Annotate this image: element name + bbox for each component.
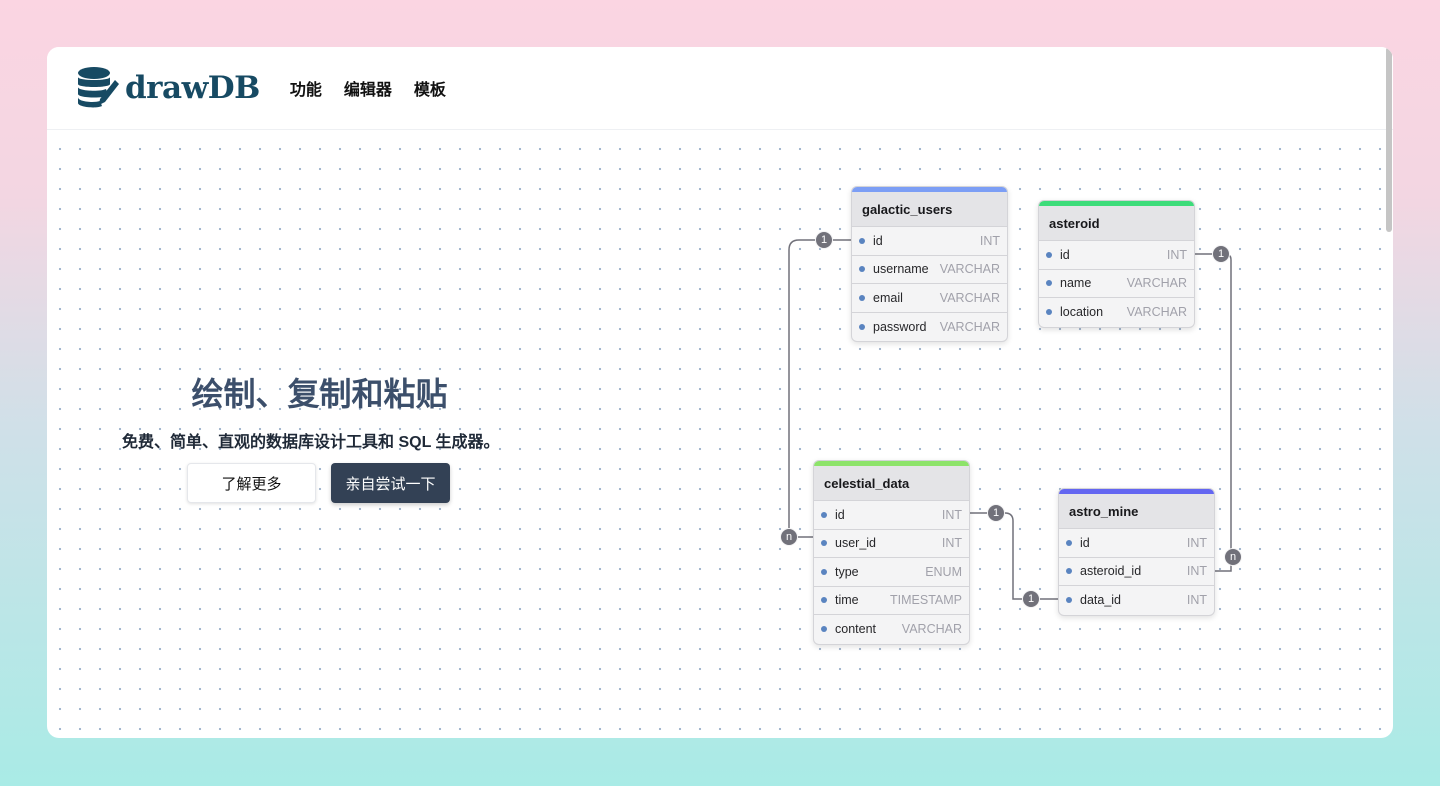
field-dot-icon <box>1066 568 1072 575</box>
table-field-row[interactable]: type ENUM <box>814 558 969 587</box>
table-astro-mine[interactable]: astro_mine id INT asteroid_id INT data_i… <box>1058 488 1215 616</box>
table-field-row[interactable]: user_id INT <box>814 530 969 558</box>
table-field-row[interactable]: id INT <box>1059 529 1214 558</box>
table-name: celestial_data <box>814 466 969 501</box>
field-dot-icon <box>1046 251 1052 258</box>
table-field-row[interactable]: email VARCHAR <box>852 284 1007 313</box>
field-name: id <box>835 507 845 522</box>
try-it-button[interactable]: 亲自尝试一下 <box>331 463 450 503</box>
hero-title: 绘制、复制和粘贴 <box>191 376 448 412</box>
field-name: data_id <box>1080 593 1122 608</box>
field-type: VARCHAR <box>1126 305 1187 320</box>
table-asteroid[interactable]: asteroid id INT name VARCHAR location VA… <box>1038 200 1195 328</box>
field-type: INT <box>1186 593 1207 608</box>
table-celestial-data[interactable]: celestial_data id INT user_id INT type E… <box>813 460 970 645</box>
field-dot-icon <box>859 294 865 301</box>
table-color-bar <box>852 187 1007 192</box>
field-type: VARCHAR <box>939 290 1000 305</box>
field-type: INT <box>941 507 962 522</box>
table-field-row[interactable]: id INT <box>814 501 969 530</box>
table-field-row[interactable]: password VARCHAR <box>852 313 1007 342</box>
field-dot-icon <box>1046 309 1052 316</box>
field-type: INT <box>1186 564 1207 579</box>
field-dot-icon <box>821 568 827 575</box>
table-name: astro_mine <box>1059 494 1214 529</box>
nav-features[interactable]: 功能 <box>289 82 322 99</box>
header: drawDB 功能 编辑器 模板 <box>47 47 1393 130</box>
field-name: location <box>1060 305 1104 320</box>
cardinality-badge: 1 <box>1212 245 1230 263</box>
field-dot-icon <box>1066 539 1072 546</box>
field-type: TIMESTAMP <box>890 593 962 608</box>
main-nav: 功能 编辑器 模板 <box>290 76 446 100</box>
table-color-bar <box>814 461 969 466</box>
table-field-row[interactable]: username VARCHAR <box>852 256 1007 284</box>
field-name: asteroid_id <box>1080 564 1142 579</box>
logo[interactable]: drawDB <box>77 66 260 110</box>
learn-more-button[interactable]: 了解更多 <box>187 463 316 503</box>
field-dot-icon <box>821 511 827 518</box>
field-type: VARCHAR <box>939 319 1000 334</box>
table-name: asteroid <box>1039 206 1194 241</box>
cardinality-badge: 1 <box>1022 590 1040 608</box>
table-field-row[interactable]: location VARCHAR <box>1039 298 1194 327</box>
field-name: id <box>1080 535 1090 550</box>
field-name: name <box>1060 276 1092 291</box>
cardinality-badge: n <box>780 528 798 546</box>
field-type: INT <box>979 233 1000 248</box>
field-type: VARCHAR <box>1126 276 1187 291</box>
field-name: password <box>873 319 927 334</box>
table-field-row[interactable]: data_id INT <box>1059 586 1214 615</box>
field-name: content <box>835 622 877 637</box>
field-dot-icon <box>821 597 827 604</box>
field-name: username <box>873 262 929 277</box>
table-field-row[interactable]: time TIMESTAMP <box>814 587 969 615</box>
table-galactic-users[interactable]: galactic_users id INT username VARCHAR e… <box>851 186 1008 342</box>
scrollbar[interactable] <box>1386 47 1392 232</box>
field-dot-icon <box>859 237 865 244</box>
table-name: galactic_users <box>852 192 1007 227</box>
field-dot-icon <box>859 323 865 330</box>
table-color-bar <box>1059 489 1214 494</box>
field-dot-icon <box>1066 597 1072 604</box>
field-type: INT <box>941 536 962 551</box>
brand-name: drawDB <box>125 70 260 106</box>
table-field-row[interactable]: content VARCHAR <box>814 615 969 644</box>
field-name: user_id <box>835 536 876 551</box>
cardinality-badge: 1 <box>815 231 833 249</box>
field-type: INT <box>1166 247 1187 262</box>
field-dot-icon <box>821 540 827 547</box>
cardinality-badge: 1 <box>987 504 1005 522</box>
field-name: time <box>835 593 859 608</box>
database-logo-icon <box>78 67 119 108</box>
field-dot-icon <box>821 626 827 633</box>
table-field-row[interactable]: asteroid_id INT <box>1059 558 1214 586</box>
hero-subtitle: 免费、简单、直观的数据库设计工具和 SQL 生成器。 <box>122 434 500 451</box>
field-name: email <box>873 290 903 305</box>
field-type: ENUM <box>925 564 962 579</box>
landing-card: drawDB 功能 编辑器 模板 绘制、复制和粘贴 免费、简单、直观的数据库设计… <box>47 47 1393 738</box>
field-name: type <box>835 564 859 579</box>
nav-templates[interactable]: 模板 <box>413 82 446 99</box>
field-dot-icon <box>859 266 865 273</box>
field-type: INT <box>1186 535 1207 550</box>
field-dot-icon <box>1046 280 1052 287</box>
nav-editor[interactable]: 编辑器 <box>343 82 392 99</box>
table-color-bar <box>1039 201 1194 206</box>
table-field-row[interactable]: id INT <box>1039 241 1194 270</box>
cardinality-badge: n <box>1224 548 1242 566</box>
table-field-row[interactable]: id INT <box>852 227 1007 256</box>
field-type: VARCHAR <box>939 262 1000 277</box>
field-type: VARCHAR <box>901 622 962 637</box>
field-name: id <box>873 233 883 248</box>
table-field-row[interactable]: name VARCHAR <box>1039 270 1194 298</box>
field-name: id <box>1060 247 1070 262</box>
